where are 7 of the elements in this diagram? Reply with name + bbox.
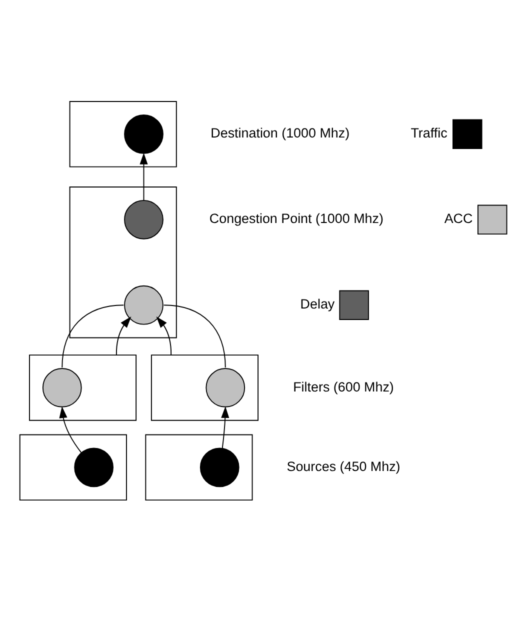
label: Sources (450 Mhz) — [286, 458, 400, 474]
node-label: Congestion Point (1000 Mhz) — [209, 211, 384, 226]
node-label: Destination (1000 Mhz) — [210, 126, 350, 141]
legend-label: Delay — [300, 296, 335, 312]
legend-label: Traffic — [410, 126, 448, 141]
legend-label: ACC — [444, 211, 473, 226]
label: Filters (600 Mhz) — [293, 379, 394, 394]
